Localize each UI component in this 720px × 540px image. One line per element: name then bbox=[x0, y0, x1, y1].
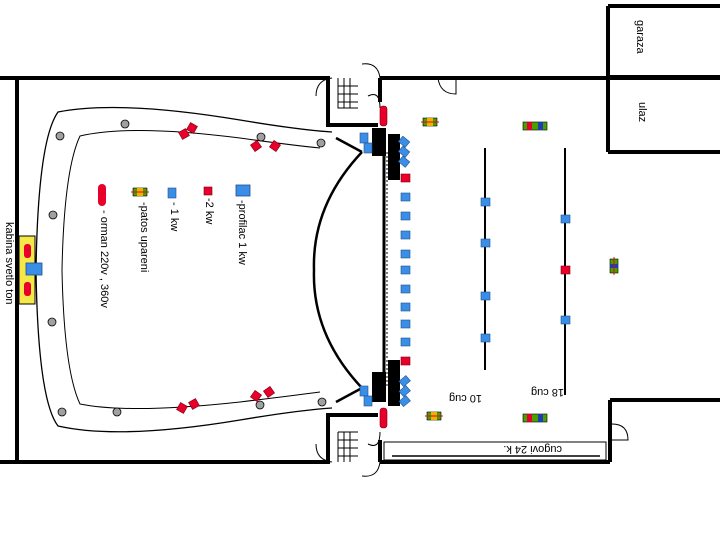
legend-2kw-label: -2 kw bbox=[203, 198, 215, 225]
blue-fixture bbox=[397, 135, 411, 148]
gray-fixture bbox=[316, 138, 326, 148]
blue-fixture bbox=[363, 395, 373, 407]
blue-fixture bbox=[480, 197, 491, 207]
booth bbox=[18, 235, 43, 305]
legend-symbols bbox=[98, 184, 251, 206]
blue-fixture bbox=[400, 192, 411, 202]
blue-fixture bbox=[560, 315, 571, 325]
blue-fixture bbox=[359, 385, 369, 397]
gray-fixture bbox=[55, 131, 65, 141]
blue-fixture bbox=[400, 319, 411, 329]
blue-fixture bbox=[400, 337, 411, 347]
paired-unit bbox=[609, 257, 619, 275]
red-fixture bbox=[400, 356, 411, 366]
paired-unit bbox=[522, 413, 548, 423]
gray-fixture bbox=[47, 317, 57, 327]
auditorium-inner-outline bbox=[61, 129, 321, 410]
red-fixture bbox=[178, 128, 190, 140]
red-fixture bbox=[560, 265, 571, 275]
blue-fixture bbox=[398, 375, 411, 388]
gray-fixture bbox=[120, 119, 130, 129]
red-fixture bbox=[186, 122, 198, 134]
blue-fixture bbox=[400, 211, 411, 221]
gray-fixture bbox=[317, 397, 327, 407]
red-fixture bbox=[400, 173, 411, 183]
booth-label: kabina svetlo ton bbox=[3, 222, 15, 305]
gray-fixture bbox=[255, 400, 265, 410]
bars-24-label: cugovi 24 k. bbox=[503, 443, 562, 455]
bars-box bbox=[383, 441, 607, 461]
blue-fixture bbox=[480, 238, 491, 248]
blue-fixture bbox=[363, 142, 373, 154]
legend-1kw-symbol bbox=[167, 187, 177, 199]
blue-fixture bbox=[400, 284, 411, 294]
blue-fixture bbox=[397, 155, 411, 168]
legend-profile-label: -profilac 1 kw bbox=[236, 200, 248, 265]
blue-fixture bbox=[480, 333, 491, 343]
blue-fixture bbox=[400, 302, 411, 312]
gray-fixtures bbox=[47, 119, 327, 417]
gray-fixture bbox=[48, 210, 58, 220]
red-fixture bbox=[379, 407, 388, 429]
red-fixture bbox=[176, 402, 188, 414]
bars-10-label: 10 cug bbox=[448, 392, 482, 404]
paired-unit bbox=[425, 411, 443, 421]
legend-paired-symbol bbox=[131, 187, 149, 197]
blue-fixture bbox=[400, 265, 411, 275]
blue-fixture bbox=[400, 230, 411, 240]
paired-unit bbox=[421, 117, 439, 127]
paired-unit bbox=[522, 121, 548, 131]
entrance-label: ulaz bbox=[636, 102, 648, 123]
red-fixture bbox=[269, 140, 281, 152]
red-fixture bbox=[263, 386, 275, 398]
garage-label: garaza bbox=[634, 20, 646, 54]
blue-fixture bbox=[560, 214, 571, 224]
legend-2kw-symbol bbox=[203, 186, 213, 196]
gray-fixture bbox=[256, 132, 266, 142]
blue-fixture bbox=[398, 395, 411, 408]
red-fixtures bbox=[176, 105, 571, 429]
gray-fixture bbox=[57, 407, 67, 417]
legend-profile-symbol bbox=[235, 184, 251, 197]
stage-front-curve bbox=[312, 151, 363, 389]
blue-fixture bbox=[359, 132, 369, 144]
blue-fixture bbox=[400, 249, 411, 259]
legend-paired-label: -patos upareni bbox=[138, 202, 150, 273]
battens bbox=[484, 148, 566, 395]
auditorium-outer-outline bbox=[35, 106, 333, 433]
legend-1kw-label: - 1 kw bbox=[168, 202, 180, 232]
blue-fixture bbox=[480, 291, 491, 301]
legend-cabinet-symbol bbox=[98, 184, 106, 206]
blue-fixture bbox=[398, 385, 411, 398]
proscenium-walls bbox=[326, 78, 382, 462]
red-fixture bbox=[379, 105, 388, 127]
legend-cabinet-label: - orman 220v , 360v bbox=[98, 210, 110, 308]
red-fixture bbox=[250, 140, 262, 152]
red-fixture bbox=[250, 390, 262, 402]
gray-fixture bbox=[112, 407, 122, 417]
bars-18-label: 18 cug bbox=[530, 386, 564, 398]
blue-fixtures bbox=[359, 132, 571, 408]
proscenium bbox=[372, 128, 400, 406]
blue-fixture bbox=[397, 145, 411, 158]
red-fixture bbox=[188, 398, 200, 410]
paired-units bbox=[421, 117, 619, 423]
